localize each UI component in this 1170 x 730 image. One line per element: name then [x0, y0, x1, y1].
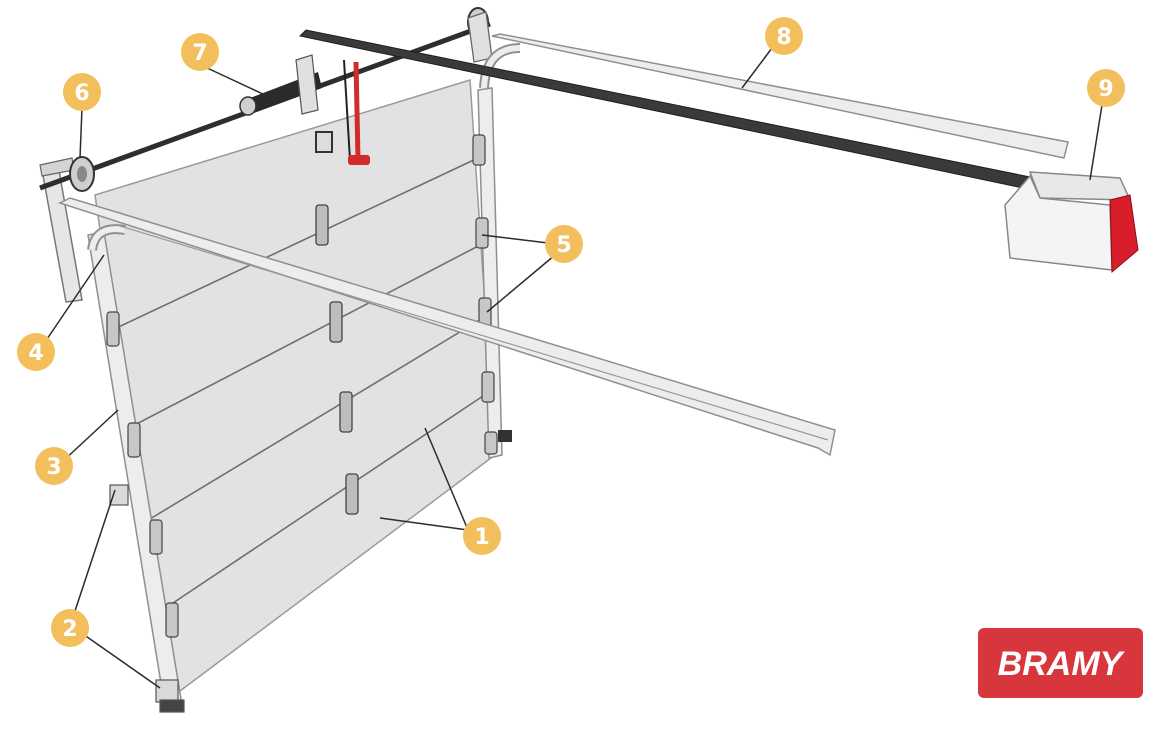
- left-horizontal-track-curve-inner: [89, 226, 126, 251]
- callout-5: 5: [545, 225, 583, 263]
- panel-seams: [111, 157, 493, 616]
- opener-unit: [1004, 171, 1139, 274]
- left-horizontal-track-lip: [119, 225, 829, 441]
- bottom-right-bracket: [498, 430, 512, 442]
- emergency-release-handle: [343, 59, 370, 165]
- callout-1: 1: [463, 517, 501, 555]
- callout-3: 3: [35, 447, 73, 485]
- right-rollers: [472, 134, 498, 455]
- svg-text:5: 5: [556, 233, 571, 258]
- svg-text:1: 1: [474, 525, 489, 550]
- spring-anchor-bracket: [295, 54, 319, 115]
- callout-4: 4: [17, 333, 55, 371]
- callout-6: 6: [63, 73, 101, 111]
- callout-8: 8: [765, 17, 803, 55]
- svg-text:9: 9: [1098, 77, 1113, 102]
- right-horizontal-track-curve-inner: [481, 45, 521, 89]
- callout-7: 7: [181, 33, 219, 71]
- svg-text:6: 6: [74, 81, 89, 106]
- left-end-cap: [39, 157, 75, 177]
- svg-text:BRAMY: BRAMY: [998, 645, 1126, 683]
- svg-text:4: 4: [28, 341, 43, 366]
- center-hinges: [315, 204, 359, 515]
- callout-2: 2: [51, 609, 89, 647]
- svg-text:7: 7: [192, 41, 207, 66]
- right-horizontal-track: [491, 33, 1069, 159]
- track-brackets: [109, 484, 185, 713]
- callout-leaders: [44, 47, 1103, 689]
- svg-text:3: 3: [46, 455, 61, 480]
- left-horizontal-track: [58, 197, 836, 457]
- brand-logo: BRAMY: [978, 628, 1143, 698]
- door-arm: [315, 131, 333, 153]
- cable-drum: [69, 156, 95, 192]
- left-rollers: [106, 311, 179, 638]
- callout-9: 9: [1087, 69, 1125, 107]
- svg-text:2: 2: [62, 617, 77, 642]
- svg-text:8: 8: [776, 25, 791, 50]
